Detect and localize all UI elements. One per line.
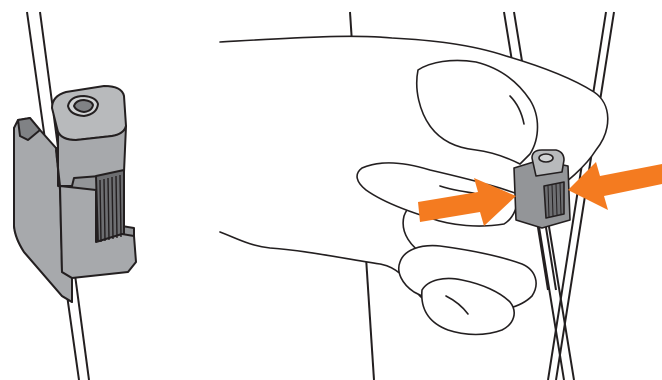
hand-panel — [220, 12, 662, 380]
closeup-panel — [14, 12, 136, 380]
small-clip-hole — [539, 154, 553, 162]
clip-cap-hole-inner — [74, 100, 93, 112]
closeup-clip — [14, 86, 136, 302]
